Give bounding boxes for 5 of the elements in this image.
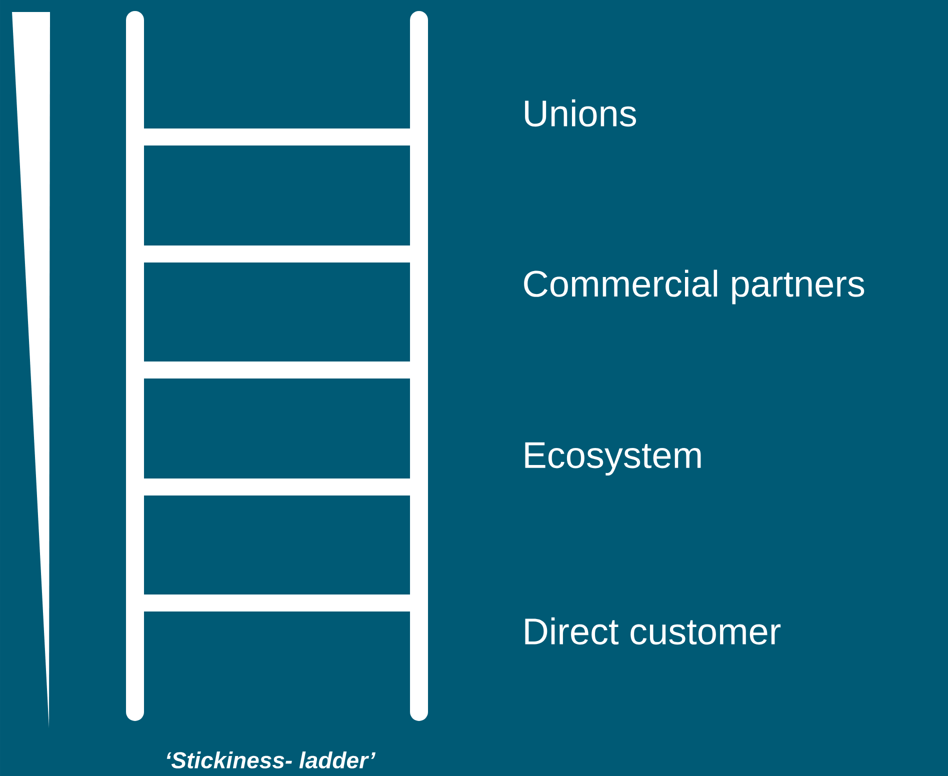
caption: ‘Stickiness- ladder’: [166, 752, 376, 768]
ladder-label: Ecosystem: [525, 442, 701, 476]
ladder-label: Unions: [525, 99, 636, 127]
ladder-label: Commercial partners: [524, 270, 864, 304]
ladder-label: Direct customer: [525, 617, 781, 645]
